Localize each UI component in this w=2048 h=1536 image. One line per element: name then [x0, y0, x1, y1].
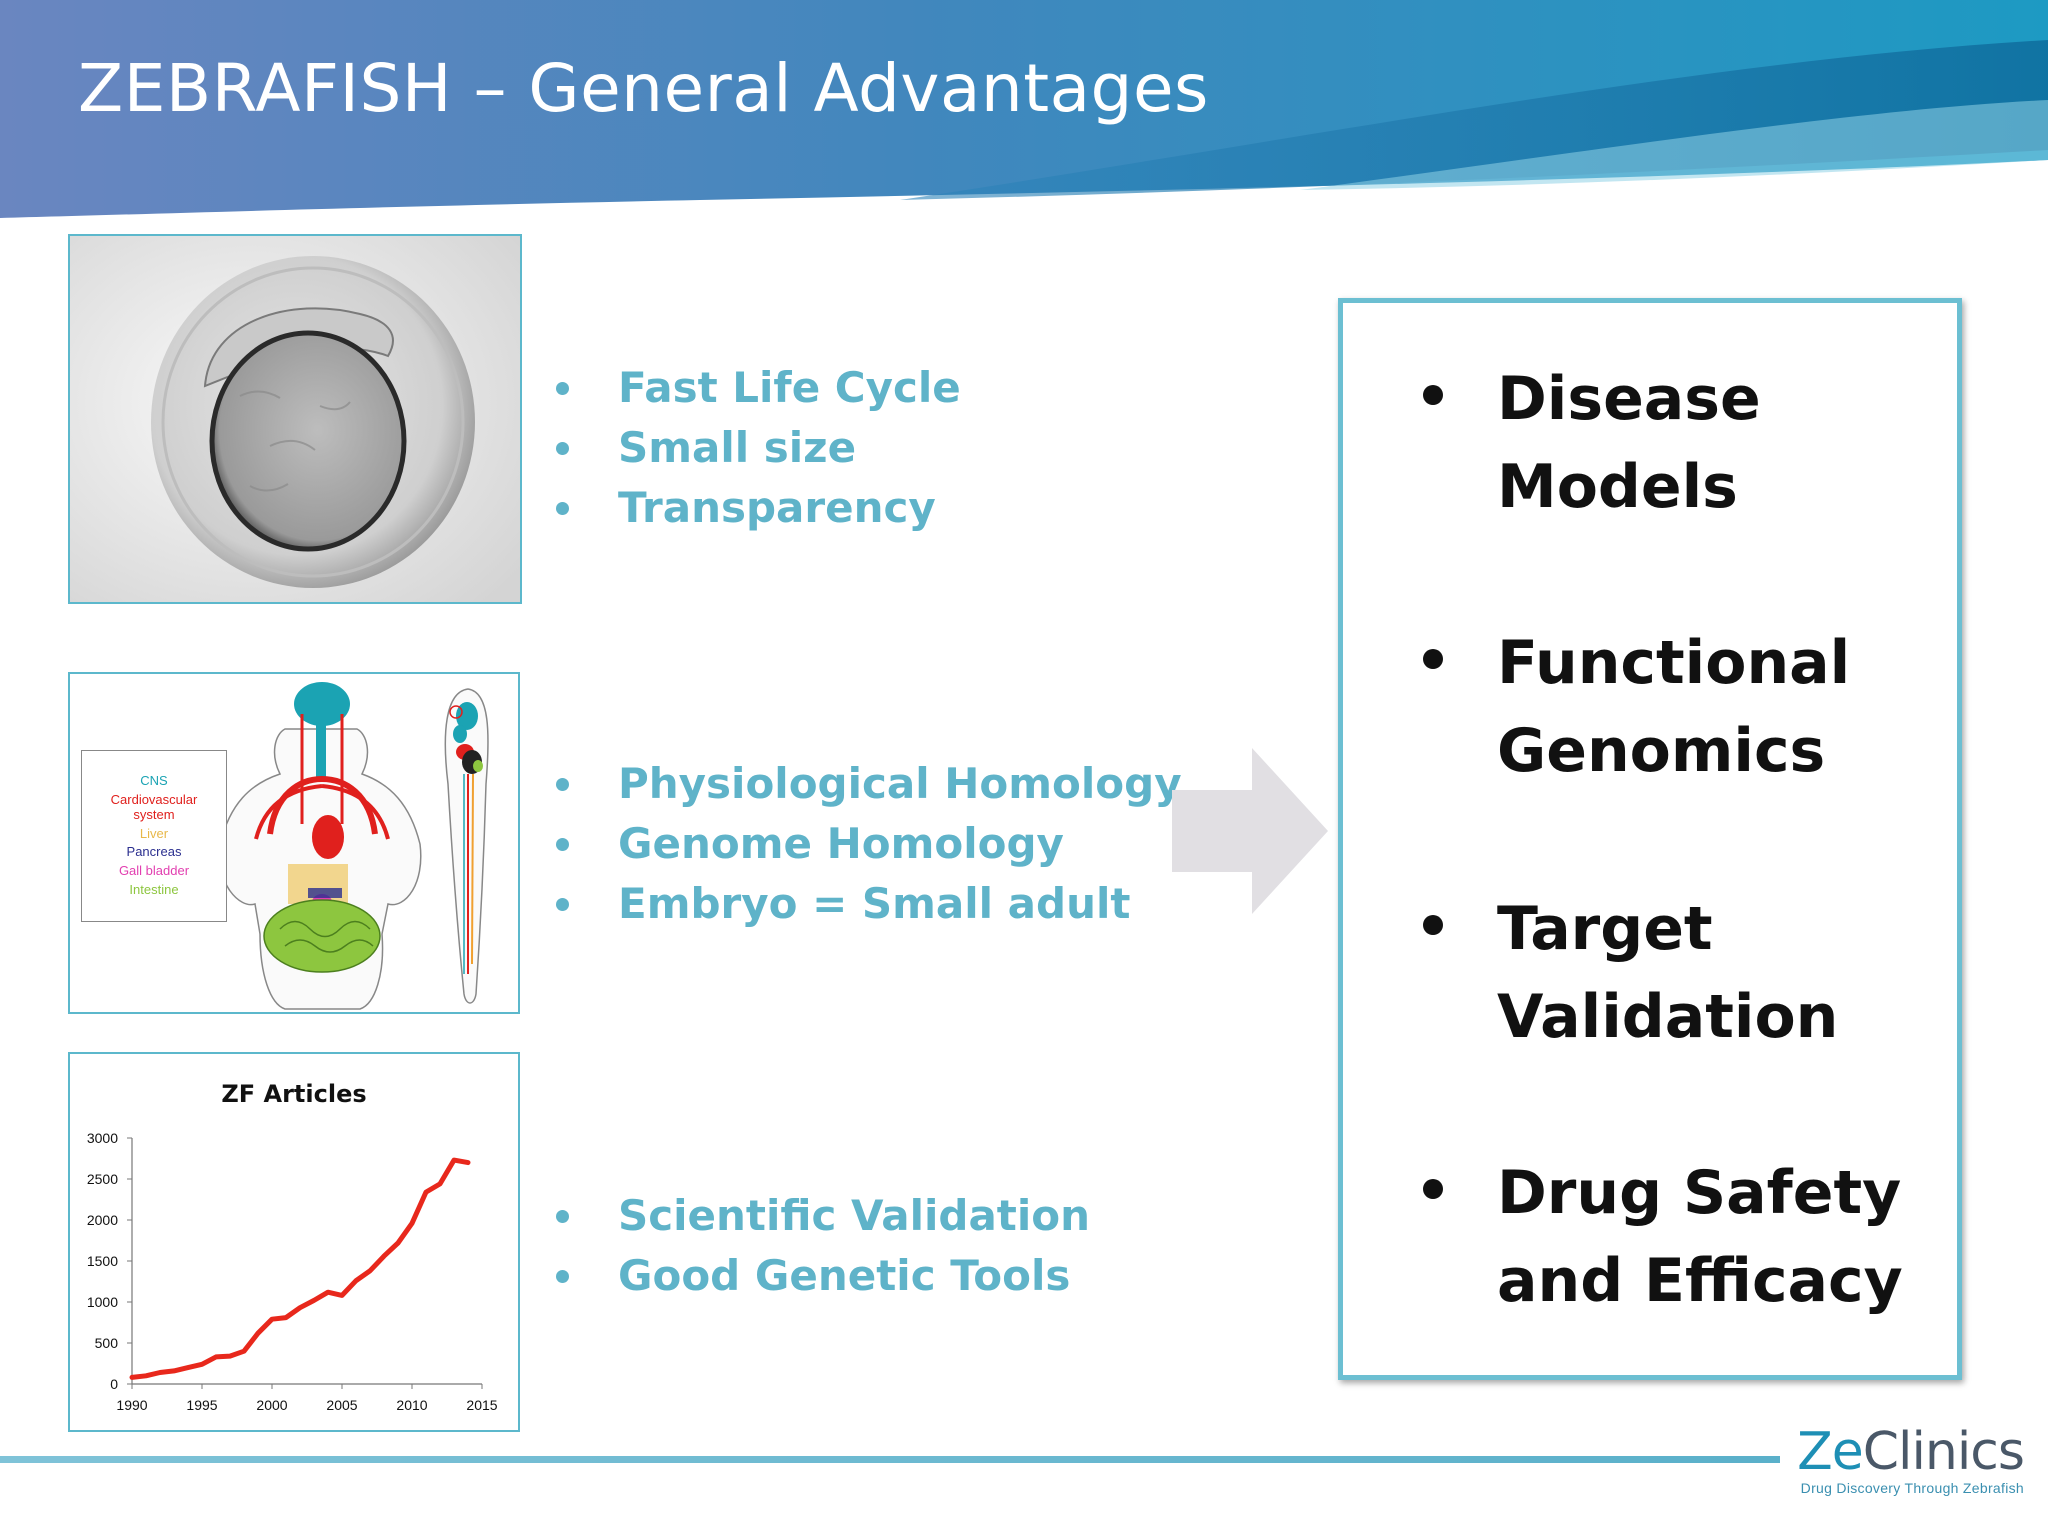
bullet-item: Good Genetic Tools [550, 1246, 1090, 1306]
application-item: Disease Models [1423, 355, 1957, 531]
bullet-item: Embryo = Small adult [550, 874, 1182, 934]
logo-wordmark: ZeClinics [1797, 1422, 2025, 1482]
right-arrow-icon [1172, 748, 1328, 914]
y-tick-label: 3000 [87, 1130, 118, 1146]
y-tick-label: 1500 [87, 1253, 118, 1269]
bullet-group-biology: Fast Life Cycle Small size Transparency [550, 358, 961, 538]
embryo-illustration [70, 236, 520, 602]
bullet-text: Good Genetic Tools [618, 1251, 1071, 1300]
application-text: Target Validation [1497, 894, 1839, 1052]
bullet-dot [1423, 915, 1443, 935]
x-tick-label: 1995 [186, 1397, 217, 1413]
chart-title: ZF Articles [221, 1080, 366, 1108]
y-tick-label: 2000 [87, 1212, 118, 1228]
bullet-item: Fast Life Cycle [550, 358, 961, 418]
y-tick-label: 0 [110, 1376, 118, 1392]
bullet-item: Physiological Homology [550, 754, 1182, 814]
bullet-item: Scientific Validation [550, 1186, 1090, 1246]
slide-title: ZEBRAFISH – General Advantages [78, 50, 1209, 127]
applications-box: Disease Models Functional Genomics Targe… [1338, 298, 1962, 1380]
bullet-item: Genome Homology [550, 814, 1182, 874]
bullet-text: Transparency [618, 483, 936, 532]
header-banner: ZEBRAFISH – General Advantages [0, 0, 2048, 225]
y-tick-label: 1000 [87, 1294, 118, 1310]
application-item: Target Validation [1423, 885, 1957, 1061]
x-tick-label: 1990 [116, 1397, 147, 1413]
logo-ze: Ze [1797, 1422, 1864, 1482]
bullet-dot [556, 382, 569, 395]
bullet-text: Fast Life Cycle [618, 363, 961, 412]
application-item: Drug Safety and Efficacy [1423, 1149, 1957, 1325]
bullet-group-validation: Scientific Validation Good Genetic Tools [550, 1186, 1090, 1306]
footer-divider [0, 1456, 1780, 1463]
y-tick-label: 2500 [87, 1171, 118, 1187]
zf-articles-chart: ZF Articles 0 500 1000 1500 2000 2500 3000 1990 1… [87, 1080, 498, 1413]
bullet-dot [556, 898, 569, 911]
anatomy-comparison-panel: CNS Cardiovascular system Liver Pancreas… [68, 672, 520, 1014]
bullet-dot [556, 838, 569, 851]
legend-pancreas: Pancreas [126, 844, 182, 860]
articles-series-line [129, 1157, 471, 1380]
logo-clinics: Clinics [1862, 1422, 2025, 1482]
application-text: Disease Models [1497, 364, 1761, 522]
bullet-item: Transparency [550, 478, 961, 538]
bullet-dot [1423, 1179, 1443, 1199]
legend-liver: Liver [139, 825, 169, 841]
bullet-text: Scientific Validation [618, 1191, 1091, 1240]
bullet-dot [556, 1210, 569, 1223]
bullet-text: Small size [618, 423, 857, 472]
anatomy-legend: CNS Cardiovascular system Liver Pancreas… [81, 750, 227, 922]
header-wave [0, 0, 2048, 218]
application-text: Functional Genomics [1497, 628, 1851, 786]
x-tick-label: 2015 [466, 1397, 497, 1413]
anatomy-illustration [218, 682, 489, 1010]
x-tick-label: 2010 [396, 1397, 427, 1413]
bullet-dot [556, 1270, 569, 1283]
bullet-text: Genome Homology [618, 819, 1064, 868]
embryo-photo-panel [68, 234, 522, 604]
legend-cardiovascular: Cardiovascular system [110, 791, 198, 822]
bullet-dot [556, 502, 569, 515]
bullet-dot [1423, 385, 1443, 405]
bullet-dot [556, 778, 569, 791]
bullet-group-homology: Physiological Homology Genome Homology E… [550, 754, 1182, 934]
y-tick-label: 500 [95, 1335, 119, 1351]
bullet-text: Embryo = Small adult [618, 879, 1131, 928]
bullet-dot [556, 442, 569, 455]
bullet-text: Physiological Homology [618, 759, 1182, 808]
bullet-dot [1423, 649, 1443, 669]
x-tick-label: 2000 [256, 1397, 287, 1413]
zf-articles-chart-panel: ZF Articles 0 500 1000 1500 2000 2500 3000 1990 1… [68, 1052, 520, 1432]
zeclinics-logo: ZeClinics Drug Discovery Through Zebrafi… [1797, 1422, 2025, 1496]
legend-cns: CNS [140, 772, 168, 788]
logo-tagline: Drug Discovery Through Zebrafish [1800, 1480, 2024, 1496]
legend-gall-bladder: Gall bladder [118, 863, 190, 879]
application-text: Drug Safety and Efficacy [1497, 1158, 1903, 1316]
application-item: Functional Genomics [1423, 619, 1957, 795]
bullet-item: Small size [550, 418, 961, 478]
legend-intestine: Intestine [129, 882, 179, 898]
x-tick-label: 2005 [326, 1397, 357, 1413]
